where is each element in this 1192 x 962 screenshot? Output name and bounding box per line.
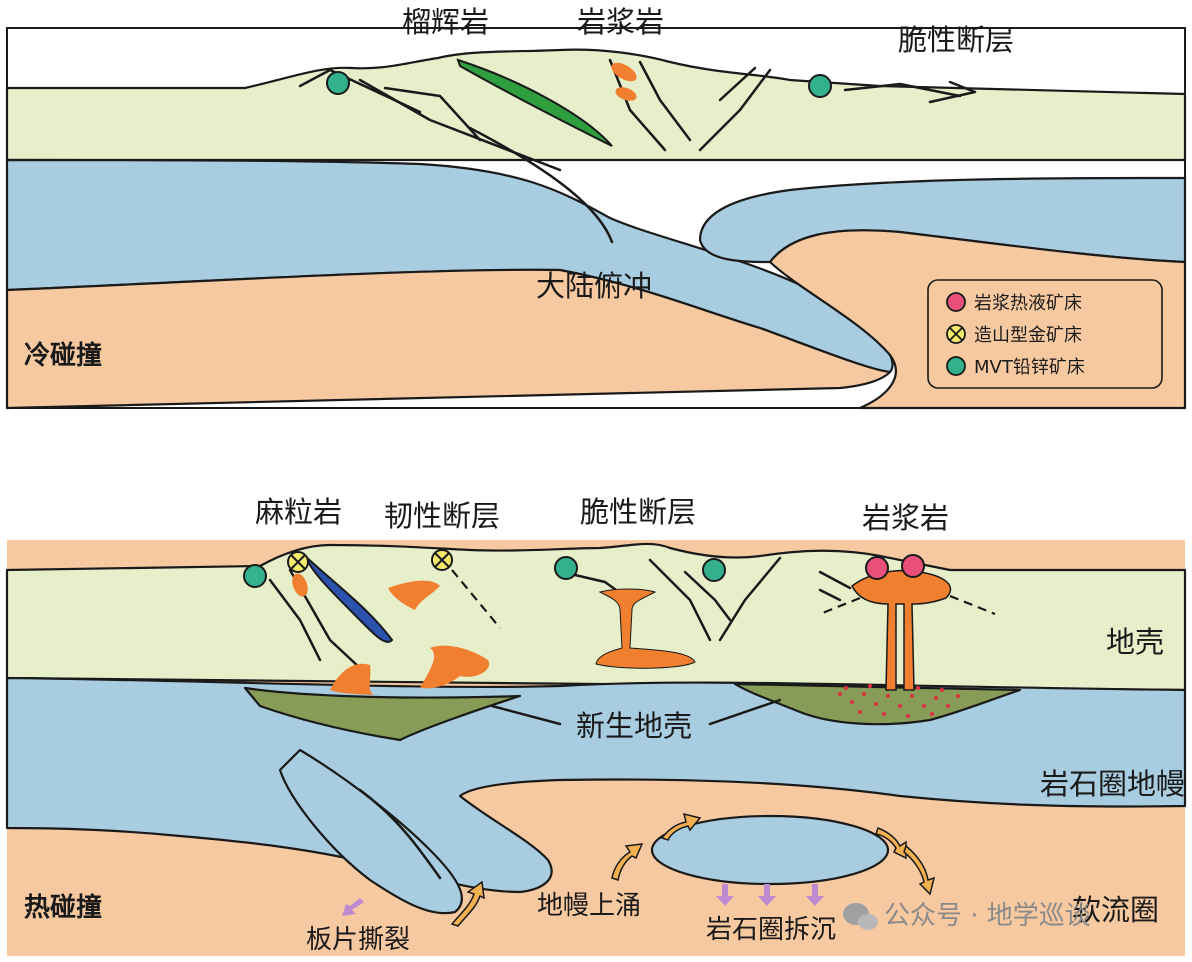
bottom-mvt-deposit-3 [702,558,726,582]
bottom-magma-blob-3 [420,645,490,689]
bottom-magma-plume [595,588,696,669]
top-label-continental-subduction: 大陆俯冲 [536,269,652,303]
legend: 岩浆热液矿床 造山型金矿床 MVT铅锌矿床 [927,279,1163,389]
bottom-melt-dots [838,684,960,718]
top-thrust-fault-4 [698,68,772,152]
legend-orogenic-gold-icon [946,324,966,344]
delamination-arrows [342,884,824,916]
bottom-mvt-deposit-2 [554,556,578,580]
top-thrust-fault-6 [843,82,962,98]
top-asthenosphere-left [5,268,892,410]
top-normal-fault-1 [608,58,667,152]
upwelling-arrow-2 [660,812,702,841]
top-mvt-deposit-1 [326,71,350,95]
top-mvt-deposit-2 [808,74,832,98]
upwelling-arrow-3 [875,827,907,860]
bottom-granulite-lens [304,555,394,643]
bottom-brittle-fault-2 [648,558,712,642]
delamination-arrow-3 [806,884,824,906]
bottom-label-slab-tearing: 板片撕裂 [306,925,410,955]
bottom-label-granulite: 麻粒岩 [255,495,342,529]
top-label-magmatic-rock: 岩浆岩 [577,5,664,39]
top-thrust-fault-2 [383,86,482,142]
bottom-label-magmatic-rock: 岩浆岩 [862,501,949,535]
top-thrust-fault-5 [718,66,757,102]
legend-item-mvt: MVT铅锌矿床 [974,357,1085,378]
upwelling-arrow-5 [450,880,485,927]
delamination-arrow-2 [758,884,776,906]
bottom-ductile-fault-dashed-1 [451,569,501,629]
bottom-label-brittle-fault: 脆性断层 [580,495,696,529]
bottom-brittle-fault-5 [818,570,852,590]
bottom-magmatic-hydrothermal-deposit-1 [865,556,889,580]
juvenile-crust-leader-right [708,698,782,726]
legend-mvt-icon [946,356,966,376]
upwelling-arrow-4 [903,844,936,896]
bottom-brittle-fault-6 [818,588,842,602]
bottom-magma-blob-1 [388,580,440,610]
bottom-label-lithospheric-delamination: 岩石圈拆沉 [706,915,836,945]
top-label-eclogite: 榴辉岩 [402,5,489,39]
bottom-panel: 麻粒岩 韧性断层 脆性断层 岩浆岩 地壳 新生地壳 岩石圈地幔 软流圈 地幔上涌… [5,495,1187,956]
bottom-label-mantle-upwelling: 地幔上涌 [537,891,641,921]
bottom-orogenic-gold-deposit-1 [287,551,309,573]
bottom-magma-blob-small [292,573,308,597]
top-magma-blob-2 [615,87,637,101]
top-label-brittle-fault: 脆性断层 [898,23,1014,57]
legend-item-orogenic-gold: 造山型金矿床 [974,325,1082,346]
bottom-brittle-fault-3 [683,570,732,622]
legend-item-magmatic-hydrothermal: 岩浆热液矿床 [974,293,1082,314]
top-thrust-fault-7 [928,80,977,104]
mantle-upwelling-arrows [450,812,936,927]
bottom-orogenic-gold-deposit-2 [431,549,453,571]
bottom-juvenile-crust-left [243,686,522,742]
wechat-icon [843,903,878,930]
top-eclogite-lens [456,58,613,147]
top-normal-fault-2 [638,60,692,142]
legend-box [927,279,1163,389]
watermark: 公众号 · 地学巡谈 [884,901,1091,931]
bottom-ductile-fault-dashed-3 [949,594,996,616]
top-crust-boundary [468,126,614,244]
bottom-slab-fault [358,788,442,880]
bottom-label-crust: 地壳 [1106,625,1164,659]
top-crust-layer [5,48,1187,162]
slab-tearing-arrow [342,898,364,916]
bottom-label-ductile-fault: 韧性断层 [384,499,500,533]
bottom-magmatic-hydrothermal-deposit-2 [901,554,925,578]
bottom-brittle-fault-4 [718,556,782,642]
bottom-mvt-deposit-1 [243,564,267,588]
legend-magmatic-hydrothermal-icon [946,292,966,312]
bottom-ductile-fault-dashed-2 [819,596,861,616]
bottom-shear-zone-1 [268,578,322,662]
bottom-label-lithospheric-mantle: 岩石圈地幔 [1040,767,1185,801]
bottom-panel-title: 热碰撞 [24,893,102,923]
bottom-magma-blob-2 [330,663,374,695]
bottom-label-juvenile-crust: 新生地壳 [576,709,692,743]
upwelling-arrow-1 [611,843,644,881]
juvenile-crust-leader-left [490,704,562,726]
top-panel-title: 冷碰撞 [24,340,102,371]
top-magma-blob-1 [611,62,637,82]
top-panel: 榴辉岩 岩浆岩 脆性断层 大陆俯冲 冷碰撞 岩浆热液矿床 造山型金矿床 MVT铅… [5,5,1187,410]
delamination-arrow-1 [716,884,734,906]
bottom-label-asthenosphere: 软流圈 [1072,893,1159,927]
